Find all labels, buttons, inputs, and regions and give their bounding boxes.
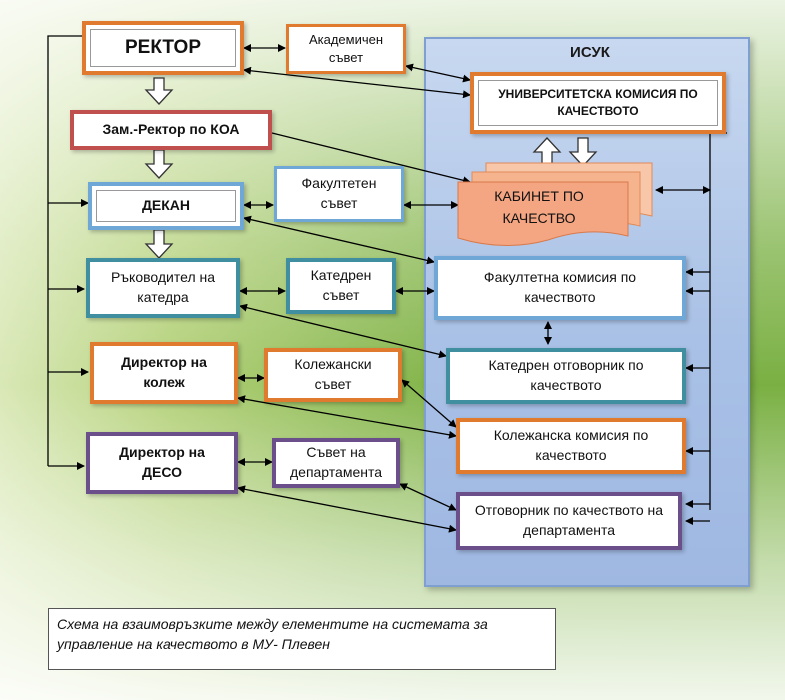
dept-council-label: Съвет на департамента [289,444,383,480]
dept-council-box: Съвет на департамента [272,438,400,488]
deputy-rector-box: Зам.-Ректор по КОА [70,110,272,150]
faculty-council-label: Факултетен съвет [301,175,377,211]
rector-box: РЕКТОР [82,21,244,75]
academic-council-box: Академичен съвет [286,24,406,74]
academic-commission-link [405,63,471,83]
down-arrow-dean [144,229,174,259]
college-commission-box: Колежанска комисия по качеството [456,418,686,474]
college-council-box: Колежански съвет [264,348,402,402]
college-director-box: Директор на колеж [90,342,238,404]
department-council-box: Катедрен съвет [286,258,396,314]
rector-label: РЕКТОР [125,36,201,58]
university-commission-box: УНИВЕРСИТЕТСКА КОМИСИЯ ПО КАЧЕСТВОТО [470,72,726,134]
head-of-department-label: Ръководител на катедра [110,269,216,305]
deso-director-label: Директор на ДЕСО [119,444,205,480]
college-director-commission-link [237,395,457,439]
academic-council-label: Академичен съвет [308,31,384,65]
quality-office-label: КАБИНЕТ ПО КАЧЕСТВО [494,188,584,226]
quality-office-shape [457,162,653,246]
up-arrow-office [532,137,562,167]
college-director-label: Директор на колеж [121,354,207,390]
diagram-caption: Схема на взаимовръзките между елементите… [48,608,556,670]
university-commission-label: УНИВЕРСИТЕТСКА КОМИСИЯ ПО КАЧЕСТВОТО [498,87,698,118]
down-arrow-rector [144,77,174,105]
faculty-commission-box: Факултетна комисия по качеството [434,256,686,320]
down-arrow-deputy [144,149,174,179]
department-quality-officer-box: Катедрен отговорник по качеството [446,348,686,404]
left-bus-line [47,35,82,466]
deputy-office-link [271,132,471,185]
dean-label: ДЕКАН [141,197,191,214]
deputy-rector-label: Зам.-Ректор по КОА [102,121,240,138]
dept-council-quality-link [399,483,457,511]
dept-quality-officer-box: Отговорник по качеството на департамента [456,492,682,550]
college-commission-label: Колежанска комисия по качеството [493,427,649,463]
down-arrow-commission [568,137,598,167]
rector-inner: РЕКТОР [90,29,236,67]
faculty-commission-label: Факултетна комисия по качеството [483,269,637,305]
college-council-label: Колежански съвет [294,356,372,392]
deso-dept-quality-link [237,485,457,533]
deso-director-box: Директор на ДЕСО [86,432,238,494]
department-quality-officer-label: Катедрен отговорник по качеството [488,357,644,393]
university-commission-inner: УНИВЕРСИТЕТСКА КОМИСИЯ ПО КАЧЕСТВОТО [478,80,718,126]
head-dept-officer-link [239,303,447,359]
dean-faculty-commission-link [243,215,435,265]
head-of-department-box: Ръководител на катедра [86,258,240,318]
rector-commission-link [243,66,471,99]
department-council-label: Катедрен съвет [310,267,372,303]
dean-inner: ДЕКАН [96,190,236,222]
dean-box: ДЕКАН [88,182,244,230]
faculty-council-box: Факултетен съвет [274,166,404,222]
isuk-title: ИСУК [570,44,610,61]
dept-quality-officer-label: Отговорник по качеството на департамента [474,502,664,538]
